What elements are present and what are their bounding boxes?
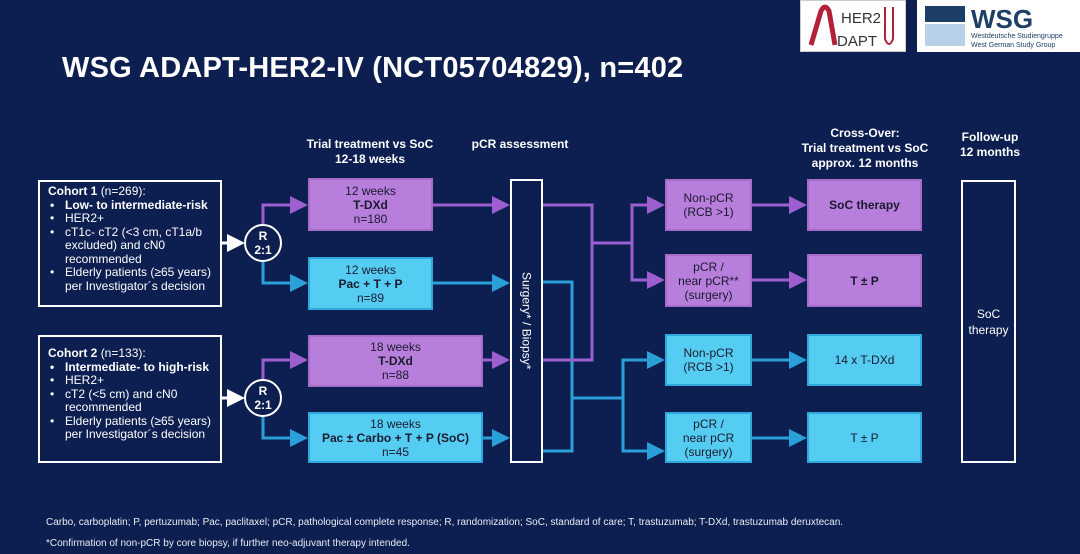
cohort-n: (n=269): [100,184,146,198]
svg-text:HER2: HER2 [841,10,881,27]
cohort-name: Cohort 2 [48,346,98,360]
outcome-box: pCR /near pCR**(surgery) [665,254,752,307]
footnote-biopsy: *Confirmation of non-pCR by core biopsy,… [46,538,410,549]
crossover-box: SoC therapy [807,179,922,231]
surgery-biopsy-box: Surgery* / Biopsy* [510,179,543,463]
svg-text:DAPT: DAPT [837,33,877,50]
criteria-item: cT1c- cT2 (<3 cm, cT1a/b excluded) and c… [48,225,212,267]
svg-text:West German Study Group: West German Study Group [971,42,1055,49]
header-pcr-assessment: pCR assessment [471,137,569,151]
criteria-item: HER2+ [48,373,212,388]
crossover-box: T ± P [807,412,922,463]
svg-text:Westdeutsche Studiengruppe: Westdeutsche Studiengruppe [971,33,1063,40]
outcome-box: Non-pCR(RCB >1) [665,179,752,231]
cohort-n: (n=133): [100,346,146,360]
criteria-item: cT2 (<5 cm) and cN0 recommended [48,387,212,415]
criteria-item: Low- to intermediate-risk [48,198,212,213]
criteria-item: HER2+ [48,211,212,226]
outcome-box: pCR /near pCR(surgery) [665,412,752,463]
svg-text:WSG: WSG [971,4,1033,34]
criteria-item: Elderly patients (≥65 years) per Investi… [48,265,212,293]
criteria-item: Elderly patients (≥65 years) per Investi… [48,414,212,442]
cohort-name: Cohort 1 [48,184,98,198]
cohort-1-box: Cohort 1 (n=269): Low- to intermediate-r… [38,180,222,307]
page-title: WSG ADAPT-HER2-IV (NCT05704829), n=402 [62,52,684,84]
outcome-box: Non-pCR(RCB >1) [665,334,752,386]
crossover-box: 14 x T-DXd [807,334,922,386]
cohort-2-box: Cohort 2 (n=133): Intermediate- to high-… [38,335,222,463]
criteria-item: Intermediate- to high-risk [48,360,212,375]
footnote-abbreviations: Carbo, carboplatin; P, pertuzumab; Pac, … [46,517,844,528]
crossover-box: T ± P [807,254,922,307]
